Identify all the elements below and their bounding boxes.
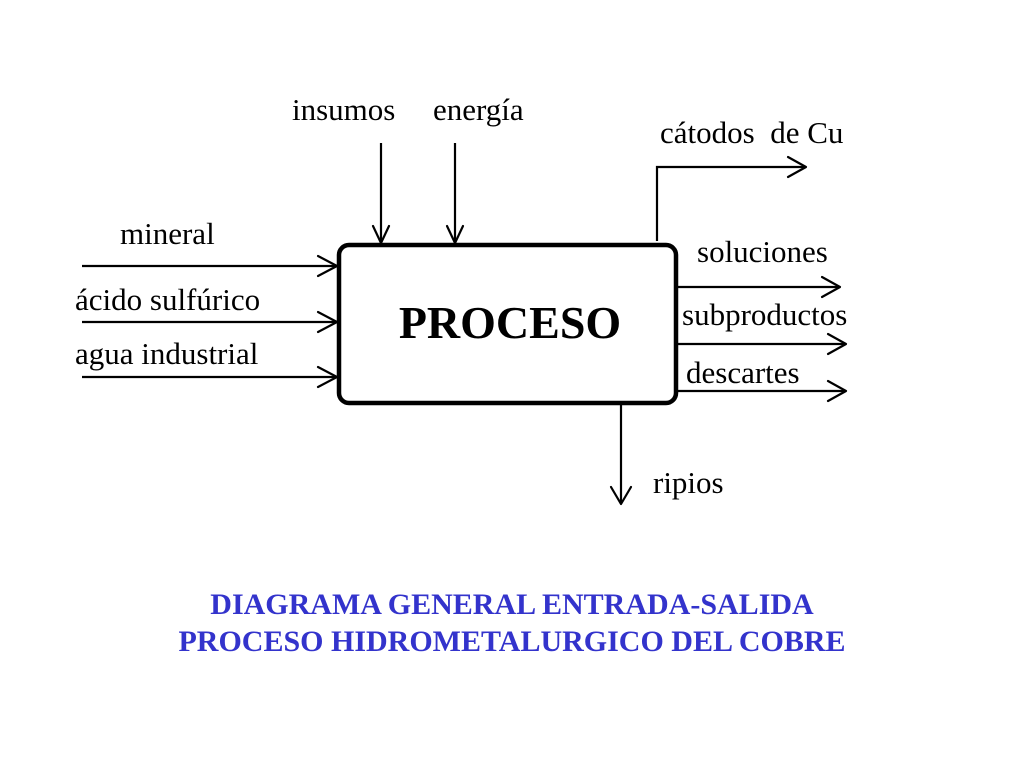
output-label-catodos: cátodos de Cu (660, 115, 843, 150)
output-arrowhead-descartes (826, 379, 848, 403)
output-arrowhead-catodos (786, 155, 808, 179)
input-arrowhead-energia (445, 224, 465, 245)
output-arrow-catodos (655, 165, 806, 241)
output-label-ripios: ripios (653, 465, 724, 500)
input-label-energia: energía (433, 92, 524, 127)
process-label: PROCESO (399, 297, 621, 348)
input-arrowhead-insumos (371, 224, 391, 245)
diagram-caption: DIAGRAMA GENERAL ENTRADA-SALIDA PROCESO … (0, 586, 1024, 660)
output-arrowhead-soluciones (820, 275, 842, 299)
caption-line-2: PROCESO HIDROMETALURGICO DEL COBRE (178, 625, 846, 658)
input-arrowhead-acido-sulfurico (316, 310, 339, 334)
output-arrowhead-ripios (609, 485, 633, 506)
output-label-descartes: descartes (686, 355, 800, 390)
output-label-soluciones: soluciones (697, 234, 828, 269)
input-label-mineral: mineral (120, 216, 215, 251)
input-label-agua-industrial: agua industrial (75, 336, 258, 371)
input-label-acido-sulfurico: ácido sulfúrico (75, 282, 260, 317)
output-label-subproductos: subproductos (682, 297, 847, 332)
caption-line-1: DIAGRAMA GENERAL ENTRADA-SALIDA (210, 588, 814, 621)
process-box (336, 242, 679, 406)
input-arrowhead-mineral (316, 254, 339, 278)
output-arrowhead-subproductos (826, 332, 848, 356)
input-arrowhead-agua-industrial (316, 365, 339, 389)
input-label-insumos: insumos (292, 92, 395, 127)
